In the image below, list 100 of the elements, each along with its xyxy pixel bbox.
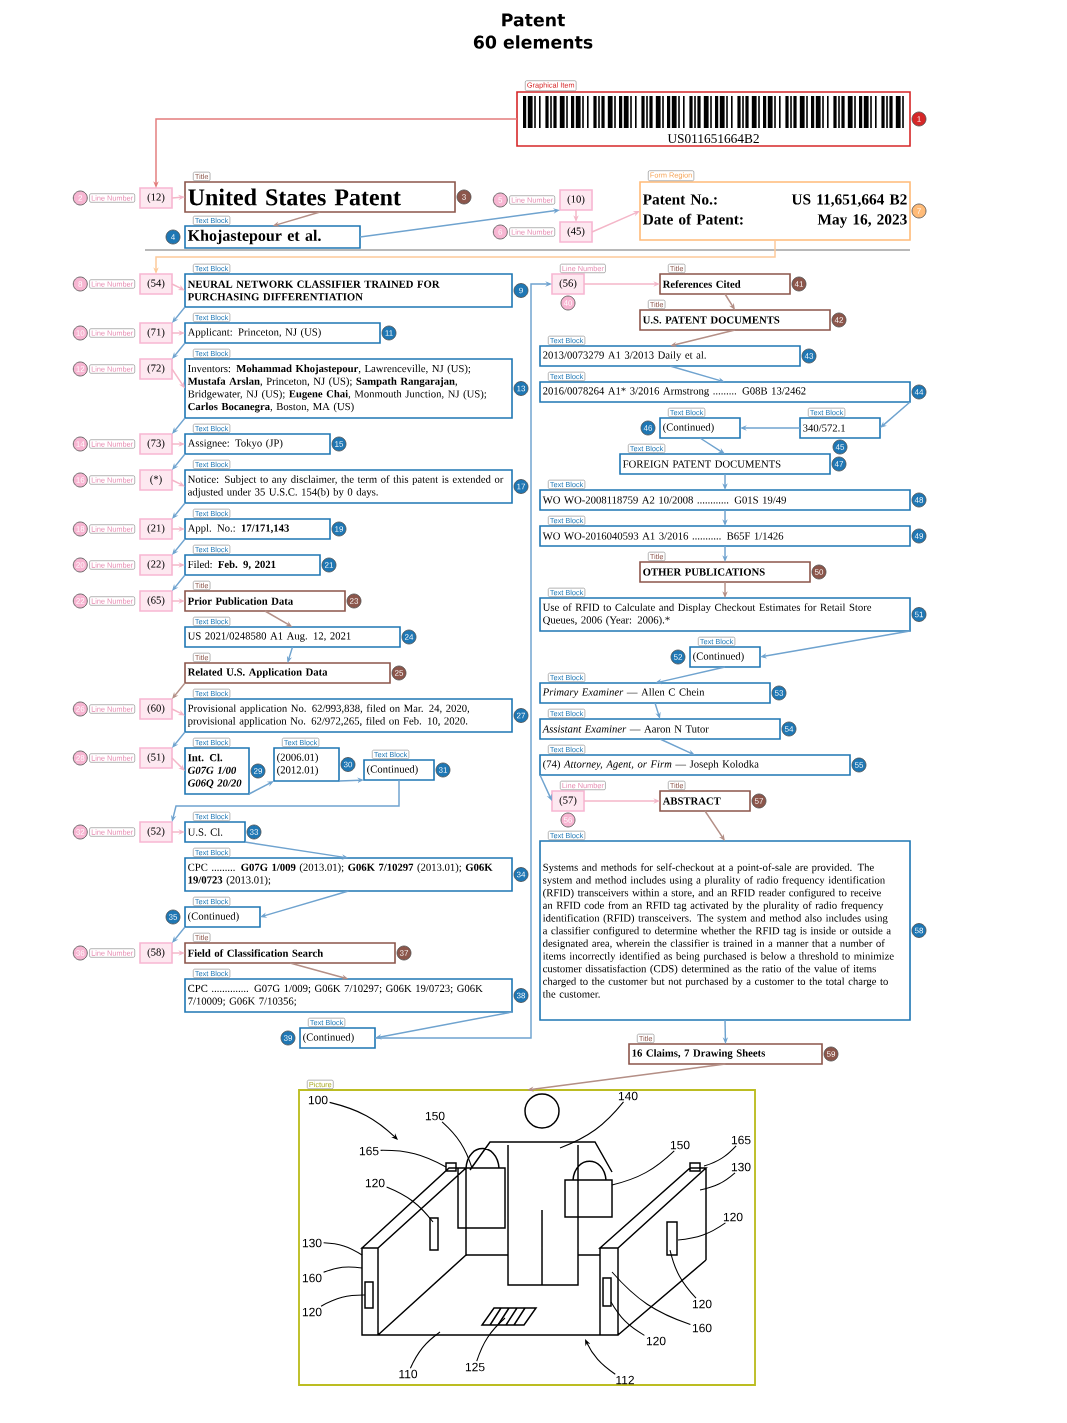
title-box: United States Patent xyxy=(184,181,456,213)
reference-numeral: 150 xyxy=(425,1111,445,1121)
number-badge: 55 xyxy=(851,757,867,773)
line-number-box: (52) xyxy=(139,821,173,843)
text-block-box: Inventors: Mohammad Khojastepour, Lawrenceville, NJ (US); Mustafa Arslan, Princeton, NJ (US); Sampath Rangarajan, Bridgewater, NJ (US); Eugene Chai, Monmouth Junction, NJ (US); Carlos Bocanegra, Boston, MA (US) xyxy=(184,358,513,419)
number-badge: 48 xyxy=(911,492,927,508)
arrow xyxy=(670,329,736,348)
leader-line xyxy=(323,1242,363,1256)
line-number-box: (60) xyxy=(139,698,173,720)
number-badge: 53 xyxy=(771,685,787,701)
subheading: 60 elements xyxy=(473,35,593,49)
number-badge: 7 xyxy=(911,203,927,219)
number-badge: 27 xyxy=(513,708,529,723)
text-block-box: (Continued) xyxy=(363,759,435,781)
arrow xyxy=(172,306,186,323)
line-number-box: (73) xyxy=(139,433,173,455)
text-block-box: Systems and methods for self-checkout at a point-of-sale are provided. The system and method includes using a plurality of radio frequency identification (RFID) transceivers within a store, and an RFID reader configured to receive an RFID code from an RFID tag activated by the plurality of radio frequency identification (RFID) transceivers. The system and method also includes using a classifier configured to determine whether the RFID tag is inside or outside a designated area, wherein the classifier is trained in a manner that a number of items incorrectly identified as being purchased is below a threshold to minimize customer dissatisfaction (CDS) determined as the ratio of the value of items charged to the customer but not purchased by a customer to the total charge to the customer. xyxy=(539,840,911,1021)
node-label: Date of Patent: xyxy=(642,213,743,225)
number-badge: 50 xyxy=(811,564,827,580)
arrow xyxy=(669,365,725,383)
number-badge: 9 xyxy=(513,283,529,298)
number-badge: 56 xyxy=(560,812,576,828)
leader-line xyxy=(703,1145,737,1167)
number-badge: 54 xyxy=(781,721,797,737)
leader-line xyxy=(611,1271,691,1326)
reference-numeral: 110 xyxy=(399,1369,418,1379)
text-block-box: Provisional application No. 62/993,838, filed on Mar. 24, 2020, provisional application No. 62/972,265, filed on Feb. 10, 2020. xyxy=(184,698,513,733)
reference-numeral: 160 xyxy=(692,1323,712,1333)
arrow xyxy=(171,283,185,291)
number-badge: 19 xyxy=(331,521,347,537)
line-number-box: (56) xyxy=(551,273,585,295)
arrow xyxy=(375,1011,513,1040)
line-number-box: (12) xyxy=(139,187,173,209)
leader-line xyxy=(610,1301,645,1336)
text-block-box: Assistant Examiner — Aaron N Tutor xyxy=(539,718,781,740)
form-region-box: Patent No.: US 11,651,664 B2 Date of Patent: May 16, 2023 xyxy=(639,181,911,241)
arrow xyxy=(760,630,911,659)
arrow xyxy=(527,1063,727,1092)
arrow xyxy=(248,781,274,795)
barcode-box: US011651664B2 xyxy=(516,91,911,147)
text-block-box: 2016/0078264 A1* 3/2016 Armstrong ......... G08B 13/2462 xyxy=(539,381,911,403)
number-badge: 21 xyxy=(321,557,337,573)
reference-numeral: 120 xyxy=(692,1299,712,1309)
number-badge: 4 xyxy=(165,229,181,245)
line-number-box: (54) xyxy=(139,273,173,295)
line-number-box: (22) xyxy=(139,554,173,576)
arrow xyxy=(539,774,552,801)
number-badge: 29 xyxy=(250,763,266,779)
line-number-box: (51) xyxy=(139,747,173,769)
leader-line xyxy=(329,1101,398,1140)
number-badge: 34 xyxy=(513,867,529,882)
title-box: U.S. PATENT DOCUMENTS xyxy=(639,309,831,331)
reference-numeral: 120 xyxy=(646,1336,666,1346)
number-badge: 3 xyxy=(456,189,472,205)
leader-line xyxy=(409,1331,441,1369)
number-badge: 49 xyxy=(911,528,927,544)
title-box: 16 Claims, 7 Drawing Sheets xyxy=(628,1043,823,1065)
text-block-box: Filed: Feb. 9, 2021 xyxy=(184,554,321,576)
text-block-box: FOREIGN PATENT DOCUMENTS xyxy=(619,453,831,475)
number-badge: 35 xyxy=(165,909,181,925)
reference-numeral: 130 xyxy=(731,1162,751,1172)
node-label: US 11,651,664 B2 xyxy=(791,194,907,207)
line-number-box: (72) xyxy=(139,358,173,380)
line-number-box: (71) xyxy=(139,322,173,344)
number-badge: 33 xyxy=(246,824,262,840)
leader-line xyxy=(669,1249,697,1299)
text-block-box: (Continued) xyxy=(659,417,741,439)
text-block-box: 340/572.1 xyxy=(799,417,881,439)
line-number-box: (10) xyxy=(559,189,593,211)
reference-numeral: 160 xyxy=(302,1273,322,1283)
number-badge: 40 xyxy=(560,295,576,311)
text-block-box: (74) Attorney, Agent, or Firm — Joseph Kolodka xyxy=(539,754,851,776)
number-badge: 39 xyxy=(280,1030,296,1046)
number-badge: 31 xyxy=(435,762,451,778)
arrow xyxy=(171,708,185,716)
arrow xyxy=(699,437,725,454)
reference-numeral: 150 xyxy=(670,1140,690,1150)
line-number-box: (65) xyxy=(139,590,173,612)
leader-line xyxy=(699,1172,736,1191)
reference-numeral: 140 xyxy=(618,1091,638,1101)
title-box: Related U.S. Application Data xyxy=(184,662,391,684)
text-block-box: Use of RFID to Calculate and Display Checkout Estimates for Retail Store Queues, 2006 (Year: 2006).* xyxy=(539,597,911,632)
line-number-box: (21) xyxy=(139,518,173,540)
reference-numeral: 130 xyxy=(302,1238,322,1248)
leader-line xyxy=(559,1101,625,1149)
title-box: OTHER PUBLICATIONS xyxy=(639,561,811,583)
node-label: Patent No.: xyxy=(642,194,717,205)
number-badge: 44 xyxy=(911,384,927,400)
leader-line xyxy=(323,1266,363,1273)
text-block-box: (Continued) xyxy=(689,646,761,668)
text-block-box: Khojastepour et al. xyxy=(184,225,361,249)
number-badge: 30 xyxy=(340,757,356,772)
number-badge: 42 xyxy=(831,312,847,328)
line-number-box: (45) xyxy=(559,221,593,243)
arrow xyxy=(172,453,186,470)
arrow xyxy=(338,777,364,783)
text-block-box: CPC .............. G07G 1/009; G06K 7/10297; G06K 19/0723; G06K 7/10009; G06K 7/10356; xyxy=(184,978,513,1013)
arrow xyxy=(654,702,661,719)
line-number-box: (*) xyxy=(139,469,173,491)
text-block-box: US 2021/0248580 A1 Aug. 12, 2021 xyxy=(184,626,401,648)
